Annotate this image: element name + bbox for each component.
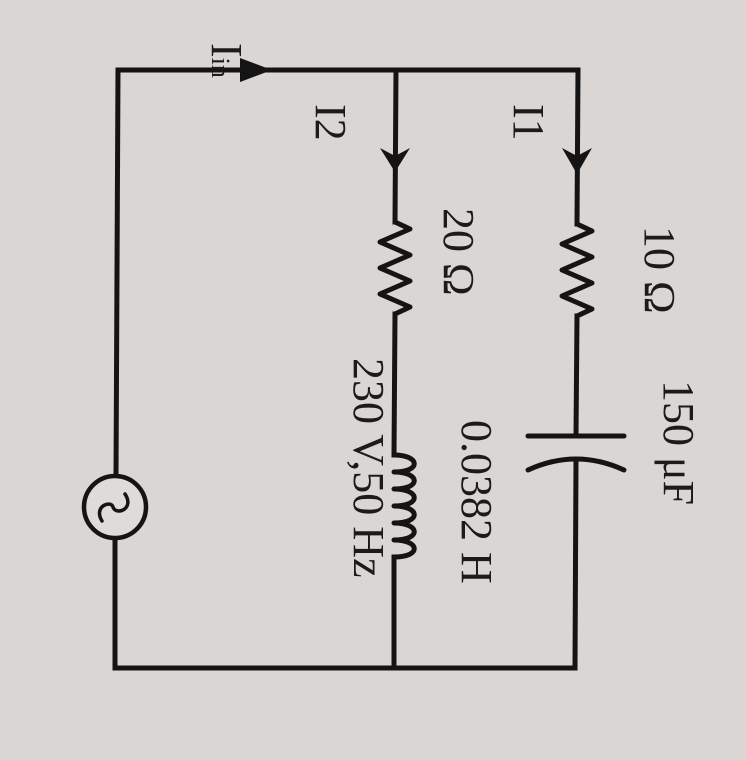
branch1-wire-bottom xyxy=(572,457,579,671)
branch2-resistor-label: 20 Ω xyxy=(434,208,483,296)
inductor-coil xyxy=(391,452,417,560)
inductor-label: 0.0382 H xyxy=(452,420,501,584)
branch1-resistor-label: 10 Ω xyxy=(635,226,684,314)
source-label: 230 V,50 Hz xyxy=(344,358,393,578)
capacitor-label: 150 μF xyxy=(654,380,703,505)
branch1-current-arrow xyxy=(562,148,592,174)
branch2-wire-top xyxy=(392,67,399,225)
branch1-resistor xyxy=(559,221,595,319)
branch2-current-label: I2 xyxy=(306,104,355,141)
source-left-wire-upper xyxy=(113,67,121,479)
branch1-wire-mid xyxy=(573,313,580,439)
branch2-wire-mid xyxy=(391,311,398,458)
input-current-arrow xyxy=(240,58,272,82)
branch1-current-label: I1 xyxy=(504,104,553,141)
branch1-wire-top xyxy=(574,67,581,227)
branch2-resistor xyxy=(377,219,413,317)
branch2-current-arrow xyxy=(380,148,410,172)
ac-source-icon xyxy=(81,473,149,541)
